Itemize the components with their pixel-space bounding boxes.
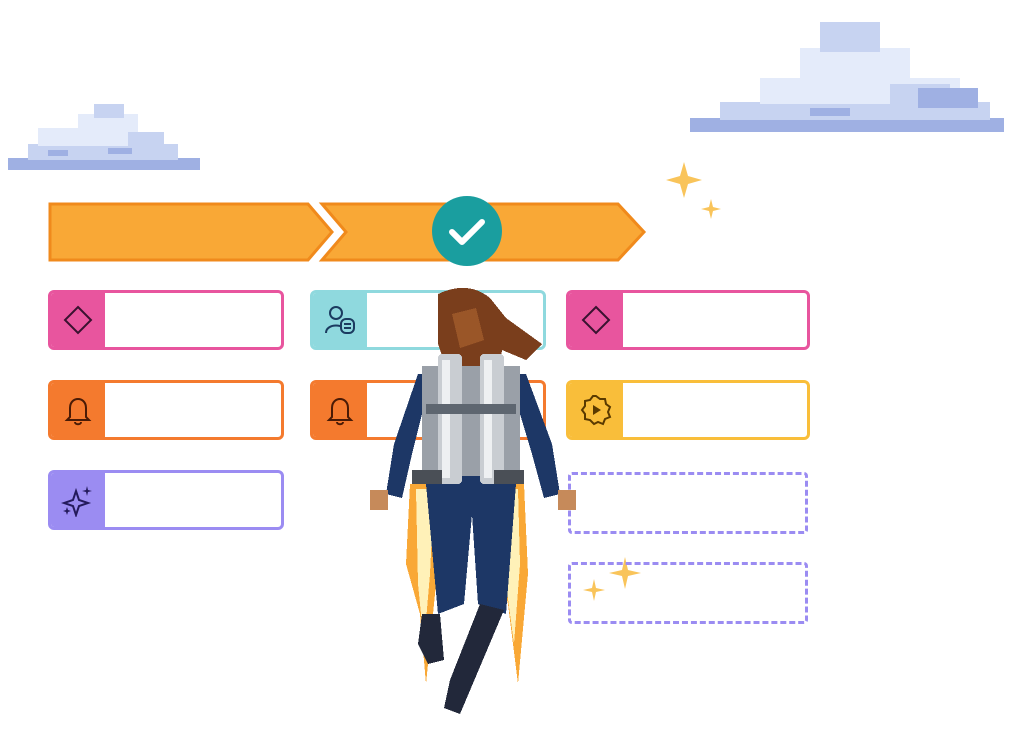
- sparkle-icon: [701, 199, 721, 219]
- check-icon: [432, 196, 502, 266]
- card-diamond-2[interactable]: [566, 290, 810, 350]
- play-badge-icon: [580, 395, 612, 426]
- card-sparkles[interactable]: [48, 470, 284, 530]
- sparkle-icon: [666, 162, 702, 198]
- sparkle-icon: [609, 557, 641, 589]
- diamond-icon: [63, 305, 93, 335]
- card-bell-1[interactable]: [48, 380, 284, 440]
- card-diamond-1[interactable]: [48, 290, 284, 350]
- bell-icon: [326, 397, 354, 426]
- progress-bar: [48, 202, 647, 262]
- bell-icon: [64, 397, 92, 426]
- user-list-icon: [325, 306, 355, 334]
- cloud-left: [8, 104, 200, 170]
- card-play-badge[interactable]: [566, 380, 810, 440]
- empty-slot: [568, 562, 808, 624]
- empty-slot: [568, 472, 808, 534]
- sparkles-icon: [61, 486, 92, 517]
- diamond-icon: [581, 305, 611, 335]
- sparkle-icon: [583, 579, 605, 601]
- cloud-right: [690, 22, 1004, 132]
- jetpack-person-icon: [370, 287, 576, 714]
